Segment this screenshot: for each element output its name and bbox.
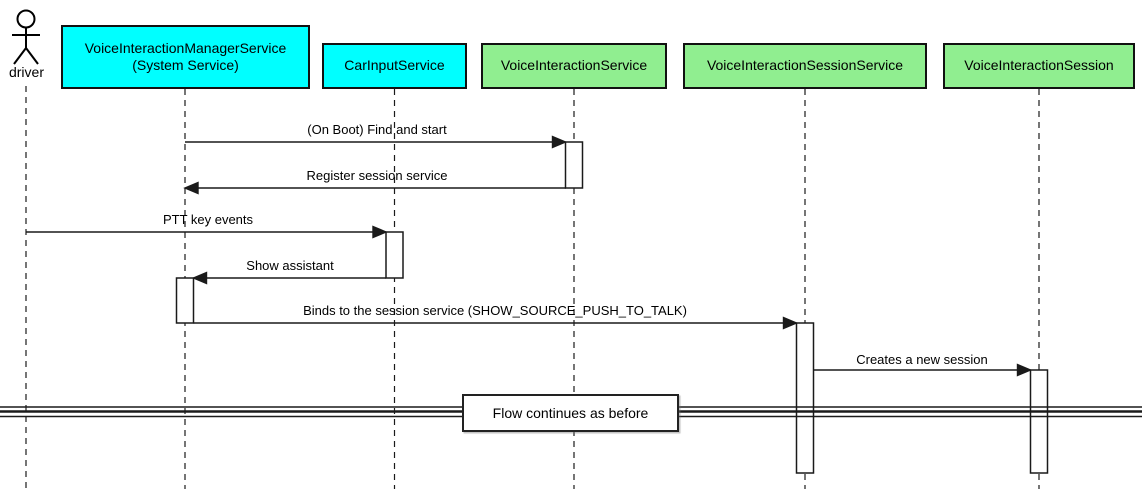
message-arrow-on-boot-find-and-start [185,135,568,149]
message-arrow-binds-to-session-service [193,316,799,330]
actor-driver-label: driver [8,64,44,80]
activation-bar-voiceinteractionsession [1029,369,1049,474]
message-label-ptt-key-events: PTT key events [162,212,254,227]
activation-bar-carinputservice [385,231,404,279]
message-label-show-assistant: Show assistant [246,258,334,273]
participant-voiceinteractionsessionservice: VoiceInteractionSessionService [683,43,927,89]
activation-bar-voiceinteractionmanagerservice [175,277,195,324]
participant-carinputservice: CarInputService [322,43,467,89]
participant-voiceinteractionservice: VoiceInteractionService [481,43,667,89]
participant-voiceinteractionmanagerservice: VoiceInteractionManagerService (System S… [61,25,310,89]
participant-voiceinteractionsession: VoiceInteractionSession [943,43,1135,89]
message-label-creates-a-new-session: Creates a new session [856,352,988,367]
divider-label: Flow continues as before [492,405,649,421]
activation-bar-voiceinteractionservice [564,141,584,189]
message-arrow-show-assistant [191,271,386,285]
message-label-binds-to-session-service: Binds to the session service (SHOW_SOURC… [303,303,687,318]
actor-driver-icon [12,9,40,65]
message-arrow-ptt-key-events [26,225,388,239]
message-arrow-creates-a-new-session [813,363,1033,377]
message-label-register-session-service: Register session service [306,168,448,183]
message-label-on-boot-find-and-start: (On Boot) Find and start [307,122,447,137]
message-arrow-register-session-service [183,181,566,195]
activation-bar-voiceinteractionsessionservice [795,322,815,474]
divider-label-box: Flow continues as before [462,394,679,432]
